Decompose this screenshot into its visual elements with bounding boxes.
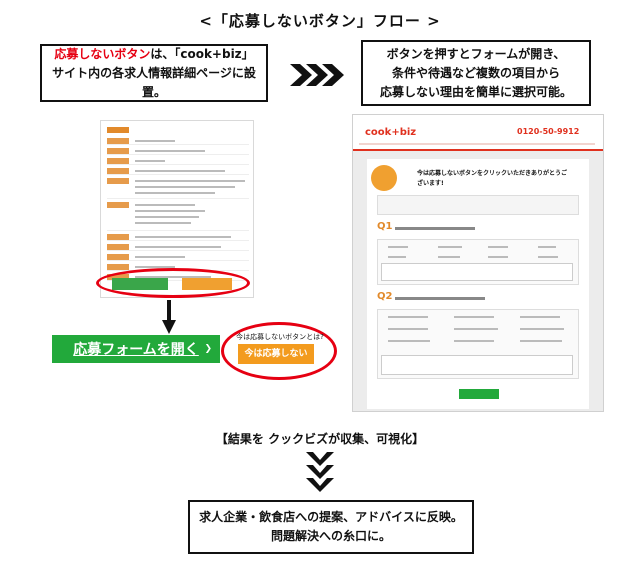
form-thanks-text: 今は応募しないボタンをクリックいただきありがとうございます! bbox=[417, 170, 568, 187]
box3-line2: 問題解決への糸口に。 bbox=[270, 529, 391, 543]
site-logo: cook+biz bbox=[365, 127, 417, 138]
box1-line2: サイト内の各求人情報詳細ページに設置。 bbox=[52, 65, 256, 99]
highlight-ellipse-large bbox=[221, 322, 337, 380]
highlight-ellipse-small bbox=[96, 268, 250, 298]
job-detail-screenshot bbox=[100, 120, 254, 298]
screenshot-header-tag bbox=[107, 127, 129, 133]
not-apply-button[interactable]: 今は応募しない bbox=[238, 344, 314, 364]
outcome-box: 求人企業・飲食店への提案、アドバイスに反映。 問題解決への糸口に。 bbox=[188, 500, 474, 554]
description-box-right: ボタンを押すとフォームが開き、 条件や待遇など複数の項目から 応募しない理由を簡… bbox=[361, 40, 591, 106]
description-box-left: 応募しないボタンは、「cook+biz」 サイト内の各求人情報詳細ページに設置。 bbox=[40, 44, 268, 102]
chevron-right-icon: ❯ bbox=[204, 344, 212, 354]
box2-line3: 応募しない理由を簡単に選択可能。 bbox=[379, 84, 572, 99]
question-1-textarea bbox=[381, 263, 573, 281]
apply-form-label: 応募フォームを開く bbox=[73, 342, 199, 358]
not-apply-question-link[interactable]: 今は応募しないボタンとは? bbox=[236, 333, 324, 341]
arrow-down-icon bbox=[162, 300, 176, 334]
result-caption: 【結果を クックビズが収集、可視化】 bbox=[215, 432, 425, 446]
box3-line1: 求人企業・飲食店への提案、アドバイスに反映。 bbox=[199, 510, 463, 524]
form-card: 今は応募しないボタンをクリックいただきありがとうございます! Q1 Q2 bbox=[367, 159, 589, 409]
box1-line1: 応募しないボタンは、「cook+biz」 bbox=[54, 45, 253, 64]
question-2-text bbox=[395, 297, 485, 300]
page-title: <「応募しないボタン」フロー > bbox=[199, 12, 441, 30]
job-summary-box bbox=[377, 195, 579, 215]
box2-line2: 条件や待遇など複数の項目から bbox=[391, 65, 560, 80]
triple-chevron-down-icon bbox=[306, 452, 334, 492]
apply-form-button[interactable]: 応募フォームを開く ❯ bbox=[52, 335, 220, 363]
question-1-label: Q1 bbox=[377, 221, 393, 232]
send-button bbox=[459, 389, 499, 399]
box1-line1-rest: は、「cook+biz」 bbox=[150, 46, 254, 61]
site-nav-bar bbox=[359, 143, 595, 145]
triple-chevron-right-icon bbox=[290, 64, 344, 86]
site-header: cook+biz 0120-50-9912 bbox=[353, 115, 603, 151]
box1-highlight: 応募しないボタン bbox=[54, 46, 151, 61]
question-2-label: Q2 bbox=[377, 291, 393, 302]
question-1-text bbox=[395, 227, 475, 230]
thanks-badge-icon bbox=[371, 165, 397, 191]
site-phone: 0120-50-9912 bbox=[517, 127, 580, 136]
reason-form-screenshot: cook+biz 0120-50-9912 今は応募しないボタンをクリックいただ… bbox=[352, 114, 604, 412]
question-2-textarea bbox=[381, 355, 573, 375]
box2-line1: ボタンを押すとフォームが開き、 bbox=[386, 46, 566, 61]
